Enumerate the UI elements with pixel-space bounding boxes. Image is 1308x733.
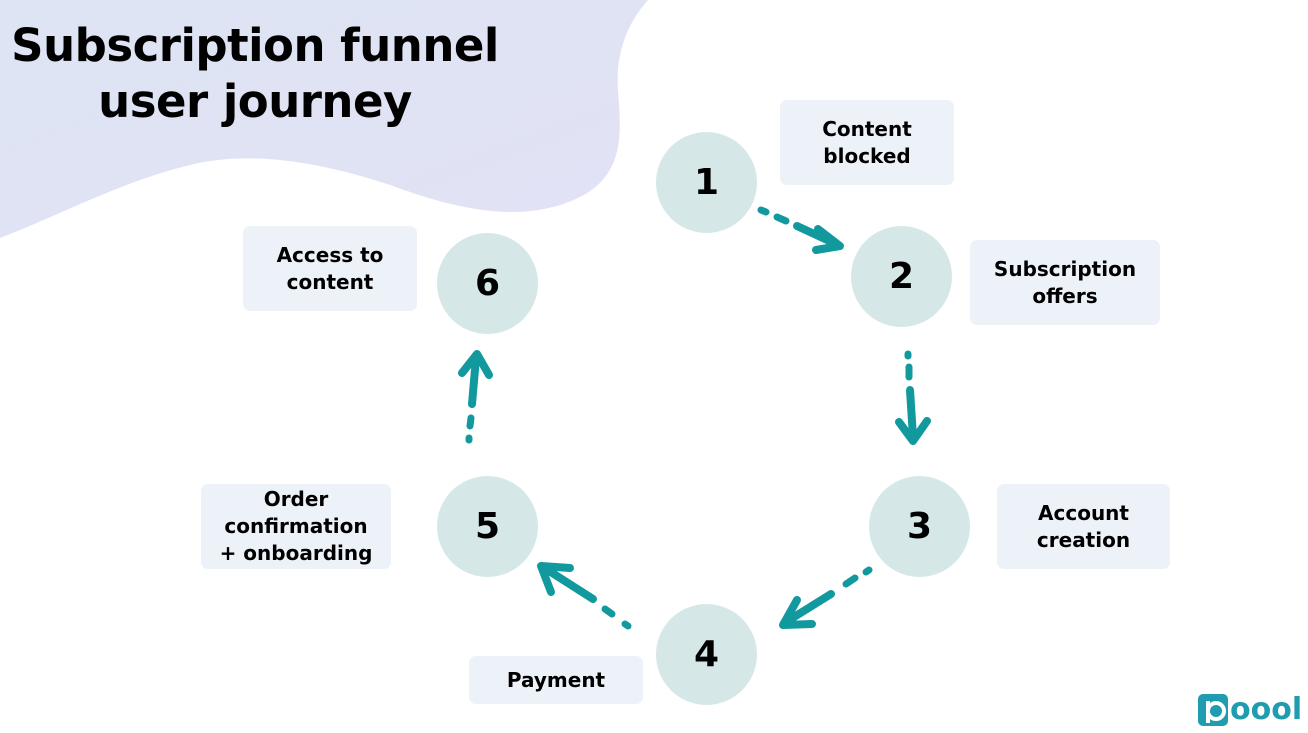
label-line: + onboarding <box>219 541 373 565</box>
step-label-4: Payment <box>469 656 643 704</box>
step-circle-1: 1 <box>656 132 757 233</box>
step-number: 3 <box>906 506 933 547</box>
title-line-2: user journey <box>98 75 412 128</box>
step-number: 1 <box>693 162 720 203</box>
title-line-1: Subscription funnel <box>11 19 499 72</box>
logo-text: oool <box>1230 692 1303 727</box>
label-line: Subscription <box>993 256 1137 281</box>
step-label-3: Account creation <box>997 484 1170 569</box>
label-line: blocked <box>823 143 911 168</box>
step-label-5: Order confirmation + onboarding <box>201 484 391 569</box>
arrow-1-to-2 <box>757 206 844 254</box>
step-circle-4: 4 <box>656 604 757 705</box>
step-number: 6 <box>474 263 501 304</box>
label-line: content <box>286 269 374 294</box>
step-circle-3: 3 <box>869 476 970 577</box>
arrow-5-to-6 <box>458 350 493 444</box>
label-line: Access to <box>276 242 384 267</box>
step-label-6: Access to content <box>243 226 417 311</box>
arrow-2-to-3 <box>895 350 931 445</box>
step-label-2: Subscription offers <box>970 240 1160 325</box>
label-line: creation <box>1036 527 1131 552</box>
arrow-4-to-5 <box>537 562 632 630</box>
label-line: offers <box>1032 283 1098 308</box>
p-logo-icon <box>1198 693 1228 726</box>
arrow-3-to-4 <box>779 566 873 629</box>
step-number: 4 <box>693 634 720 675</box>
step-number: 5 <box>474 506 501 547</box>
label-line: confirmation <box>224 514 368 538</box>
label-line: Account <box>1038 500 1129 525</box>
label-line: Order <box>263 487 329 511</box>
poool-logo: oool <box>1198 692 1302 727</box>
label-line: Payment <box>506 667 606 692</box>
step-label-1: Content blocked <box>780 100 954 185</box>
label-line: Content <box>822 116 912 141</box>
step-circle-6: 6 <box>437 233 538 334</box>
page-title: Subscription funnel user journey <box>10 18 500 130</box>
step-number: 2 <box>888 256 915 297</box>
step-circle-2: 2 <box>851 226 952 327</box>
step-circle-5: 5 <box>437 476 538 577</box>
